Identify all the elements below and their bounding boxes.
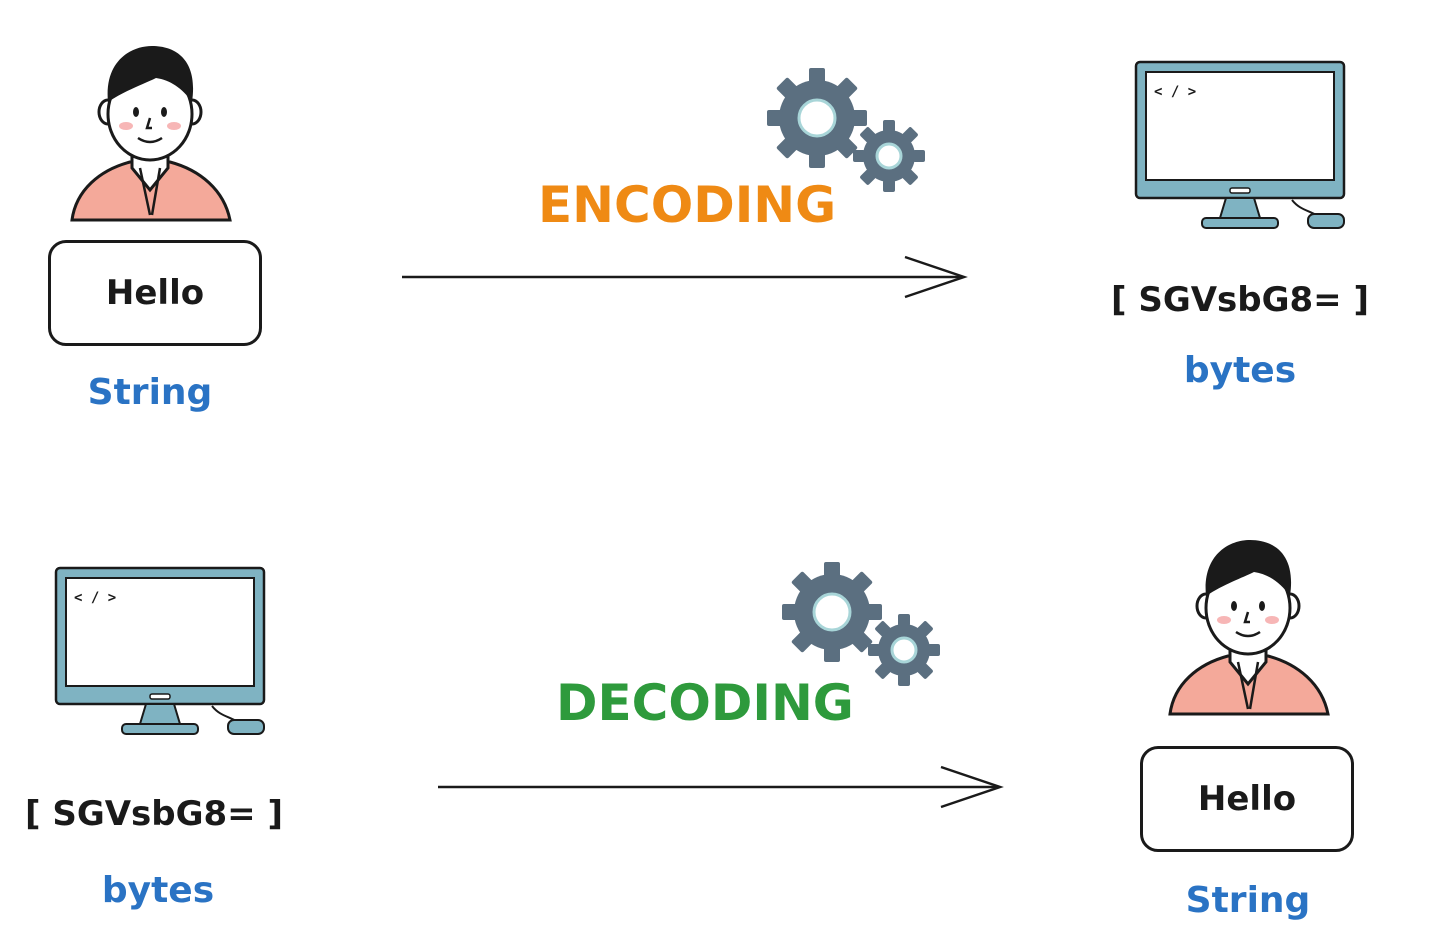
decoding-arrow bbox=[436, 762, 1006, 812]
code-prompt-text: < / > bbox=[74, 590, 117, 606]
gears-icon bbox=[765, 68, 935, 198]
computer-monitor-icon bbox=[1132, 60, 1352, 238]
code-prompt-text: < / > bbox=[1154, 84, 1197, 100]
target-string-box: Hello bbox=[1140, 746, 1354, 852]
target-type-label: bytes bbox=[1183, 350, 1297, 391]
encoding-arrow bbox=[400, 252, 970, 302]
target-bytes-text: [ SGVsbG8= ] bbox=[1110, 280, 1370, 320]
gears-icon bbox=[780, 562, 950, 692]
decoding-label: DECODING bbox=[556, 674, 854, 732]
person-illustration bbox=[1158, 534, 1338, 719]
target-string-text: Hello bbox=[1197, 779, 1297, 819]
target-type-label: String bbox=[1185, 880, 1311, 921]
source-type-label: String bbox=[87, 372, 213, 413]
encoding-label: ENCODING bbox=[538, 176, 837, 234]
source-bytes-text: [ SGVsbG8= ] bbox=[24, 794, 284, 834]
computer-monitor-icon bbox=[52, 566, 272, 744]
source-string-text: Hello bbox=[105, 273, 205, 313]
person-illustration bbox=[60, 40, 240, 225]
source-string-box: Hello bbox=[48, 240, 262, 346]
source-type-label: bytes bbox=[101, 870, 215, 911]
